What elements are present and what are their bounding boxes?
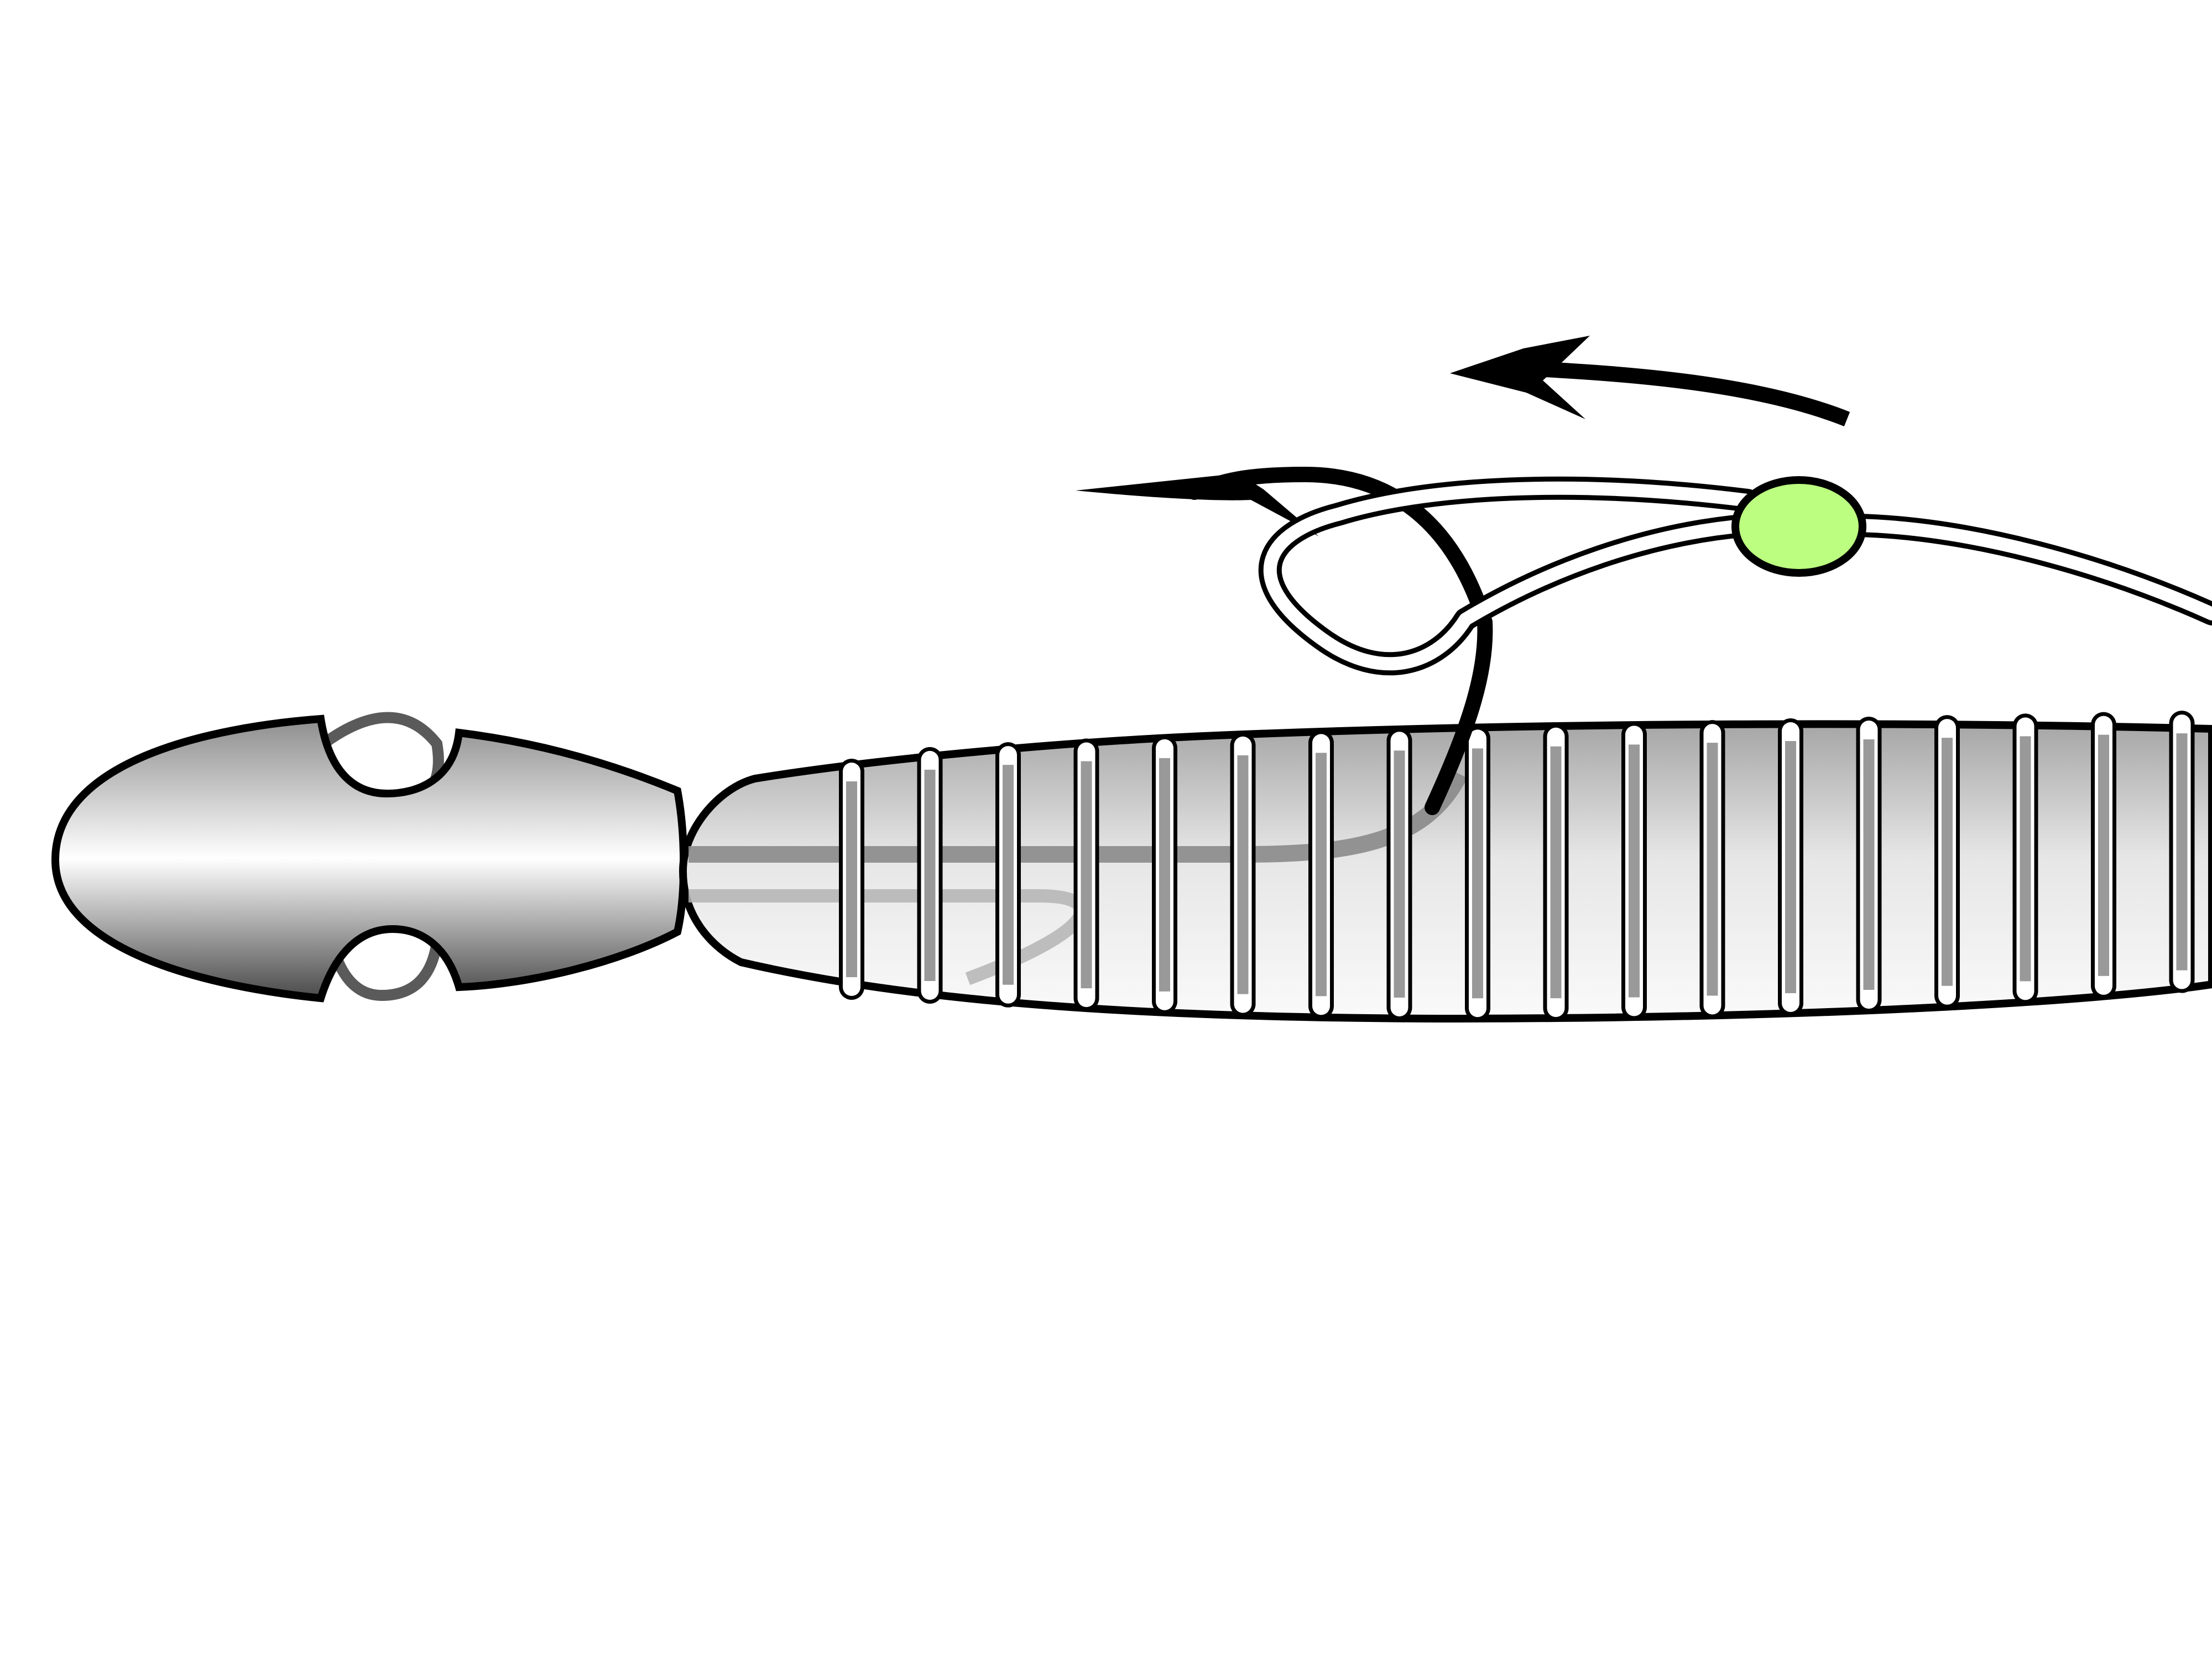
- worm-ribs: [839, 711, 2195, 1021]
- fishing-line: [1846, 514, 2212, 625]
- offset-worm-hook: [1076, 466, 1493, 815]
- pull-direction-arrow: [1450, 336, 1850, 427]
- bullet-sinker: [51, 712, 688, 1003]
- soft-plastic-worm: [679, 711, 2212, 1023]
- line-knot-loop: [1258, 476, 1759, 676]
- glass-bead: [1731, 476, 1866, 577]
